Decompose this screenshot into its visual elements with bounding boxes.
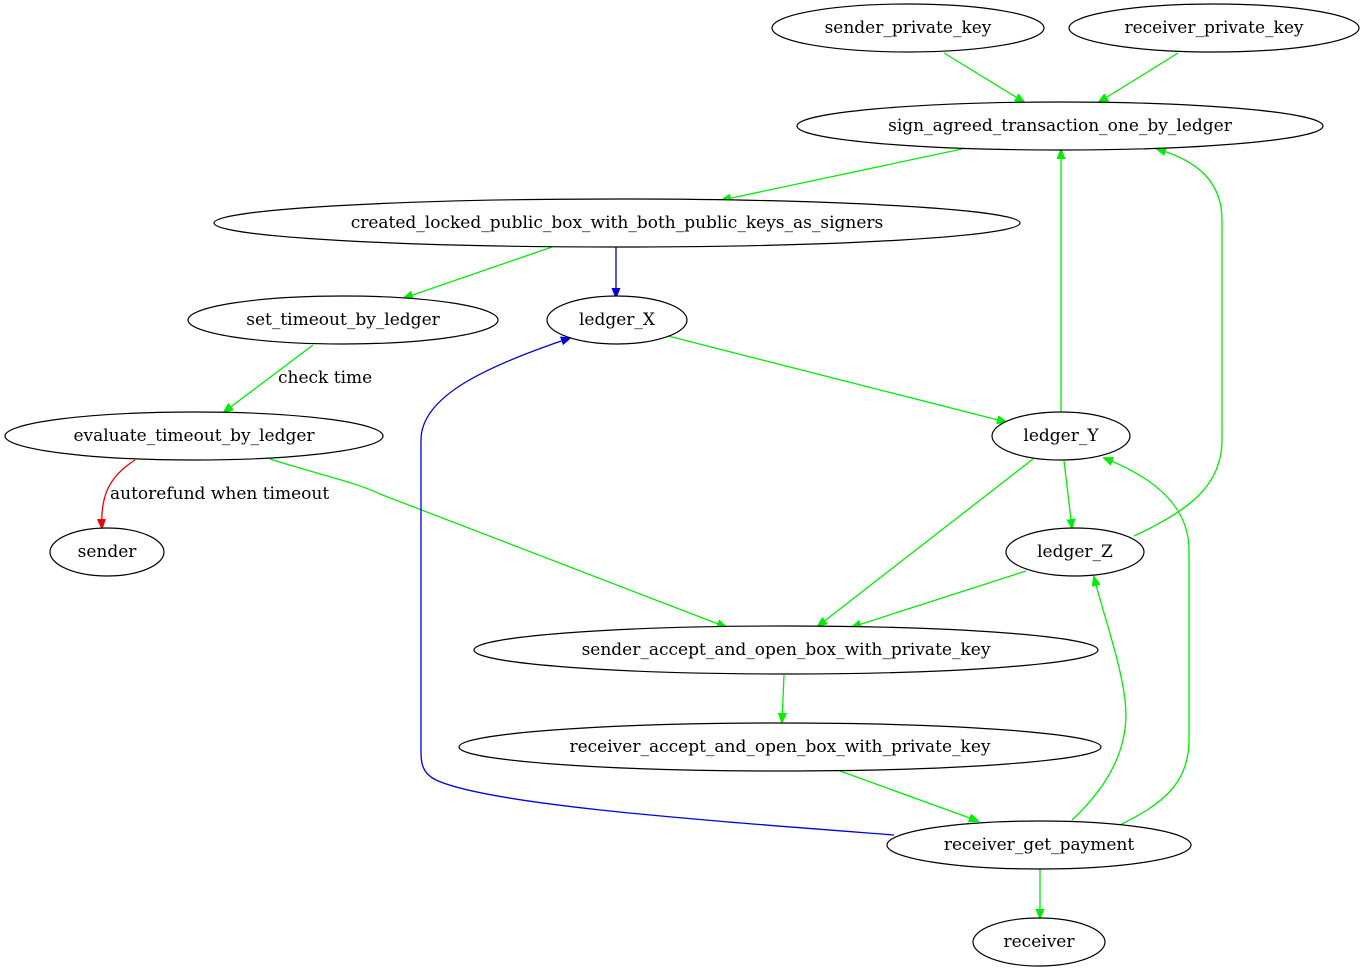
edge-evaluate-to-sender [102,459,136,528]
edge-sender-accept-to-receiver-accept [782,674,784,722]
edge-receiver-accept-to-get-payment [839,770,978,821]
node-sender[interactable]: sender [49,527,165,577]
edge-created-box-to-set-timeout [404,246,553,298]
edge-evaluate-to-sender-accept [269,458,726,627]
edge-label-check-time: check time [278,368,372,388]
edge-ledger-x-to-ledger-y [667,335,1006,422]
node-receiver-private-key[interactable]: receiver_private_key [1068,3,1360,53]
node-label: created_locked_public_box_with_both_publ… [351,213,884,233]
edge-ledger-z-to-sign [1133,149,1223,537]
edge-label-autorefund: autorefund when timeout [110,484,329,504]
node-receiver[interactable]: receiver [972,917,1106,967]
node-label: ledger_Y [1023,426,1099,446]
node-label: receiver_accept_and_open_box_with_privat… [569,737,990,757]
edge-get-payment-to-ledger-y [1104,458,1190,826]
node-ledger-y[interactable]: ledger_Y [991,411,1131,461]
node-sender-accept-open-box[interactable]: sender_accept_and_open_box_with_private_… [473,625,1099,675]
node-label: receiver_private_key [1124,18,1303,38]
nodes: sender_private_key receiver_private_key … [4,3,1360,967]
node-receiver-get-payment[interactable]: receiver_get_payment [886,820,1192,870]
edge-sender-private-key-to-sign [943,52,1024,102]
edges [102,52,1223,918]
edge-receiver-private-key-to-sign [1099,52,1179,102]
node-ledger-x[interactable]: ledger_X [546,295,688,345]
edge-ledger-z-to-sender-accept [852,570,1027,627]
edge-labels: check time autorefund when timeout [110,368,372,504]
edge-set-timeout-to-evaluate [224,344,314,412]
edge-get-payment-to-ledger-z [1071,577,1127,821]
node-label: sender_private_key [825,18,992,38]
node-created-locked-public-box[interactable]: created_locked_public_box_with_both_publ… [213,198,1021,248]
node-label: receiver_get_payment [944,835,1135,855]
node-label: evaluate_timeout_by_ledger [73,426,315,446]
edge-sign-to-created-box [722,148,963,200]
node-label: sign_agreed_transaction_one_by_ledger [888,116,1233,136]
edge-get-payment-to-ledger-x [420,338,895,836]
node-label: sender_accept_and_open_box_with_private_… [582,640,991,660]
node-sender-private-key[interactable]: sender_private_key [771,3,1045,53]
node-label: ledger_Z [1037,542,1113,562]
node-label: sender [78,542,138,562]
node-label: receiver [1004,932,1076,952]
node-label: set_timeout_by_ledger [246,310,440,330]
node-receiver-accept-open-box[interactable]: receiver_accept_and_open_box_with_privat… [458,722,1102,772]
node-label: ledger_X [579,310,656,330]
node-sign-agreed-transaction[interactable]: sign_agreed_transaction_one_by_ledger [796,101,1324,151]
node-ledger-z[interactable]: ledger_Z [1005,527,1145,577]
node-evaluate-timeout[interactable]: evaluate_timeout_by_ledger [4,411,384,461]
edge-ledger-y-to-sender-accept [818,458,1034,626]
node-set-timeout[interactable]: set_timeout_by_ledger [187,295,499,345]
edge-ledger-y-to-ledger-z [1063,460,1072,528]
